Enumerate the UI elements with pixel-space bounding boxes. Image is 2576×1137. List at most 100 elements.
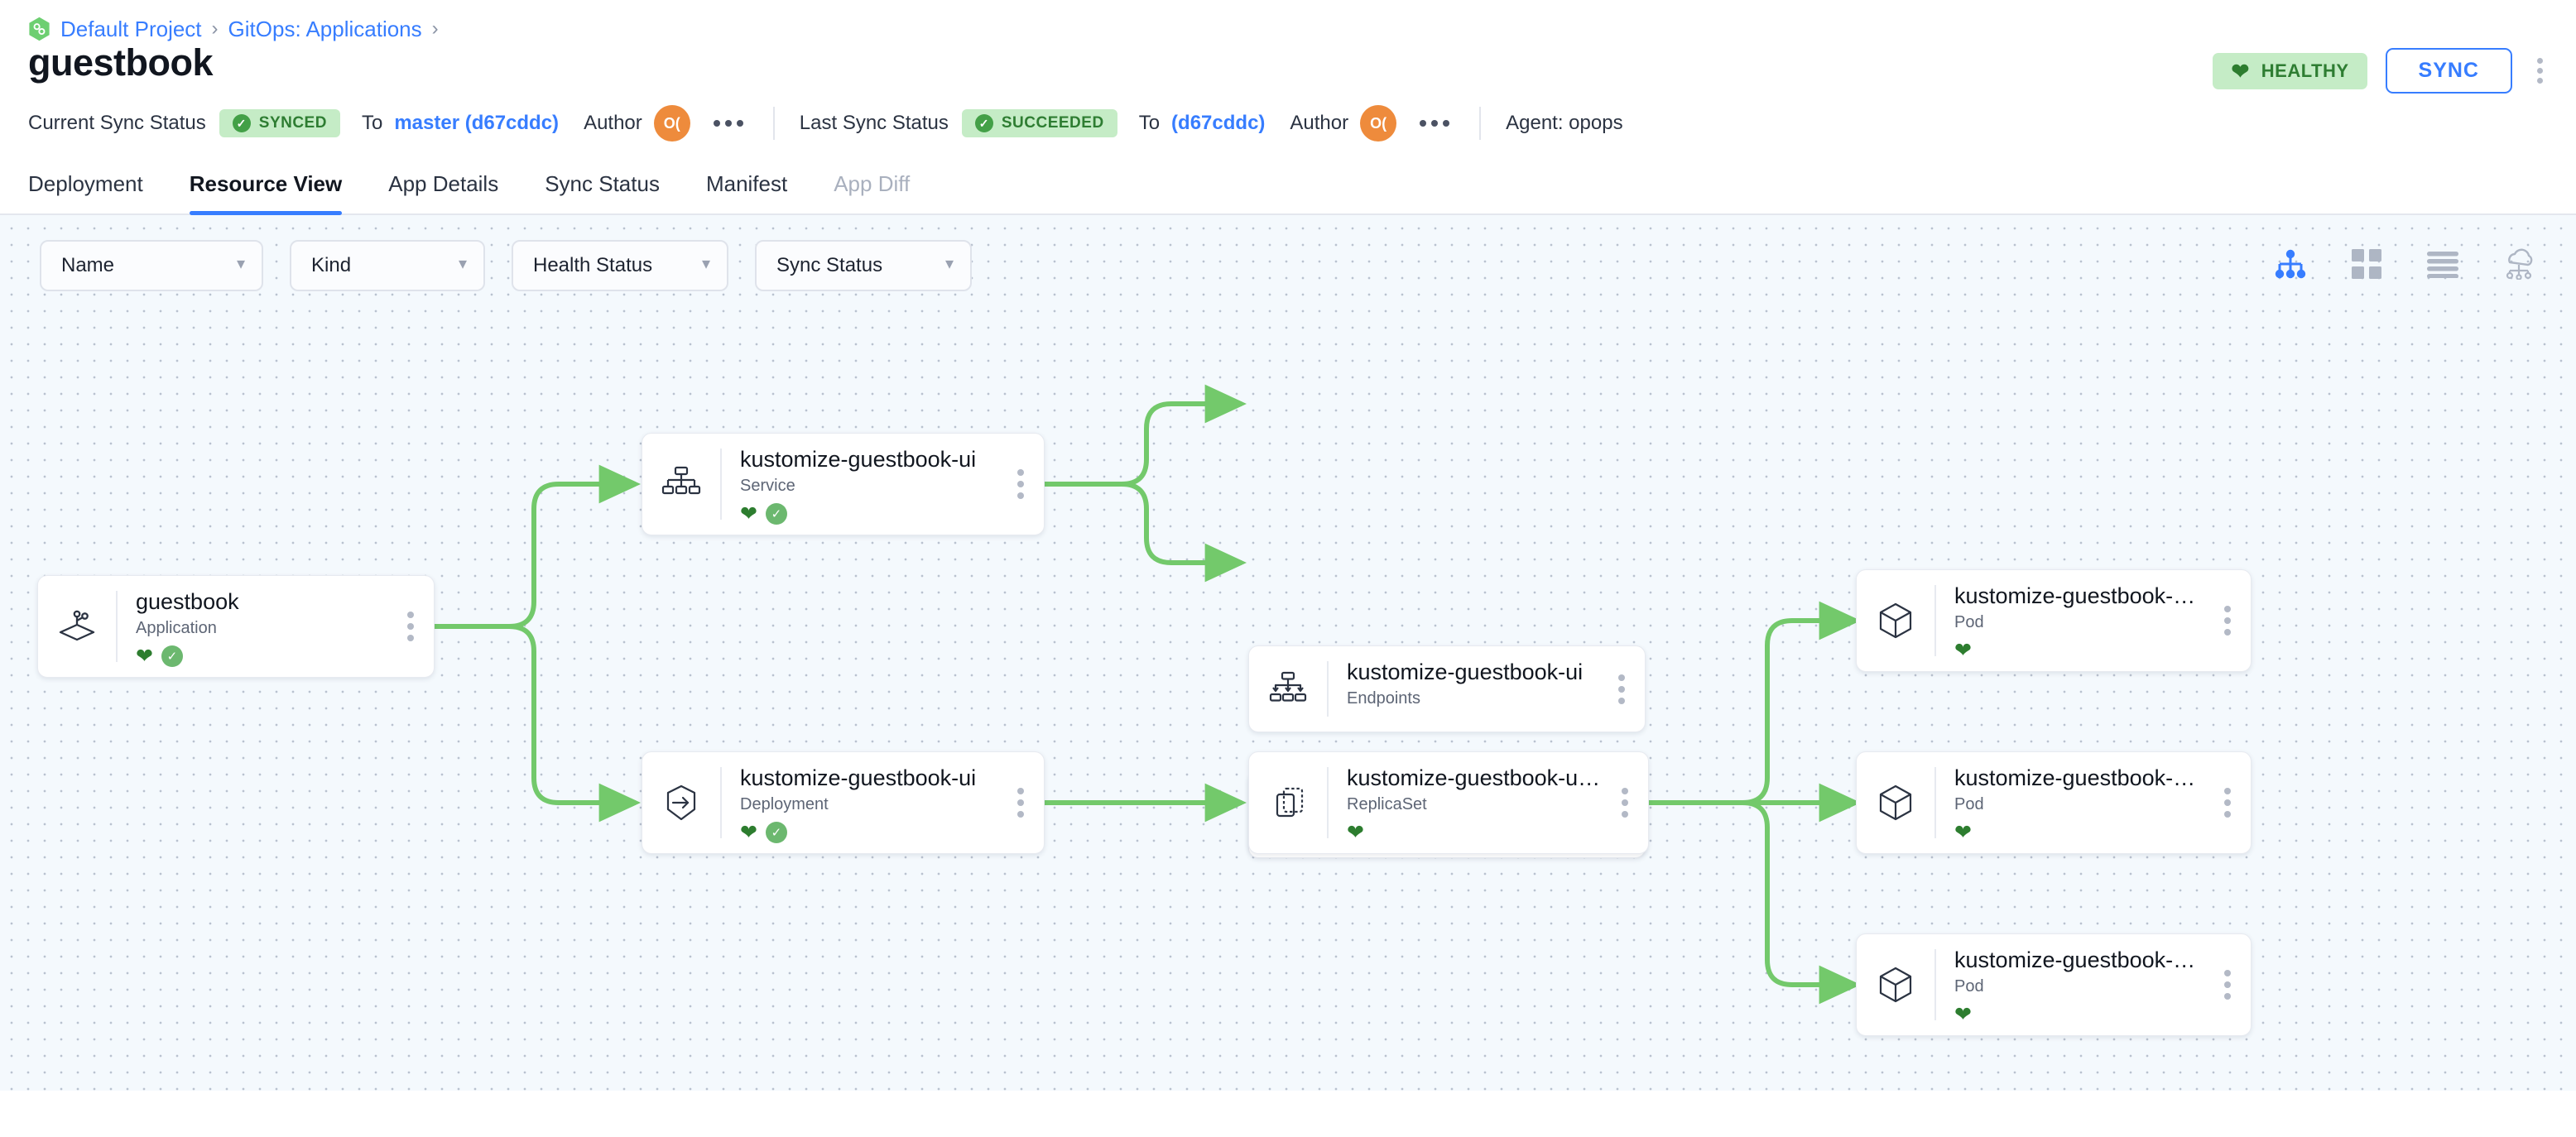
heart-icon: ❤ <box>740 820 757 844</box>
edge-app-deployment <box>435 624 641 823</box>
graph-edges <box>435 384 1861 1005</box>
divider <box>772 107 775 140</box>
graph-node-pod[interactable]: kustomize-guestbook-ui-... Pod ❤ <box>1856 751 2252 854</box>
breadcrumb-item-default-project[interactable]: Default Project <box>60 16 202 41</box>
graph-node-kind: Endpoints <box>1347 689 1420 708</box>
divider <box>720 449 722 520</box>
divider <box>1934 949 1936 1020</box>
graph-node-application[interactable]: guestbook Application ❤ ✓ <box>37 575 435 678</box>
graph-node-pod[interactable]: kustomize-guestbook-ui-... Pod ❤ <box>1856 569 2252 672</box>
graph-node-name: kustomize-guestbook-ui <box>740 447 977 472</box>
graph-node-status: ❤ <box>1347 821 1602 844</box>
graph-node-status: ❤ ✓ <box>136 645 387 668</box>
graph-node-body: kustomize-guestbook-ui-... Pod ❤ <box>1936 570 2204 671</box>
page-header: Default Project › GitOps: Applications ›… <box>0 0 2576 215</box>
graph-node-body: guestbook Application ❤ ✓ <box>118 576 387 677</box>
tab-resource-view[interactable]: Resource View <box>166 160 366 215</box>
graph-node-body: kustomize-guestbook-ui Service ❤ ✓ <box>722 434 997 535</box>
tree-view-icon[interactable] <box>2271 245 2309 283</box>
last-revision-link[interactable]: (d67cddc) <box>1171 112 1266 134</box>
tab-app-details[interactable]: App Details <box>388 171 499 196</box>
graph-node-service[interactable]: kustomize-guestbook-ui Service ❤ ✓ <box>642 433 1045 535</box>
tab-deployment[interactable]: Deployment <box>28 171 143 196</box>
graph-node-kind: Deployment <box>740 795 829 814</box>
divider <box>116 591 118 662</box>
filter-kind-select[interactable]: Kind ▾ <box>290 240 485 291</box>
resource-graph-canvas[interactable]: Name ▾ Kind ▾ Health Status ▾ Sync Statu… <box>0 215 2576 1091</box>
graph-node-kind: ReplicaSet <box>1347 795 1427 814</box>
heart-icon: ❤ <box>740 501 757 525</box>
graph-node-pod[interactable]: kustomize-guestbook-ui-... Pod ❤ <box>1856 933 2252 1036</box>
graph-node-menu-icon[interactable] <box>2204 570 2251 671</box>
heart-icon: ❤ <box>1954 638 1972 662</box>
graph-node-menu-icon[interactable] <box>997 434 1044 535</box>
filter-name-label: Name <box>61 254 115 276</box>
edge-replicaset-pod1 <box>1649 601 1861 805</box>
last-author-label: Author <box>1290 112 1349 134</box>
argo-project-icon <box>28 17 50 41</box>
heart-icon: ❤ <box>1954 1002 1972 1026</box>
graph-node-menu-icon[interactable] <box>2204 752 2251 853</box>
pod-icon <box>1857 570 1934 671</box>
health-badge-label: HEALTHY <box>2261 60 2349 81</box>
tab-manifest[interactable]: Manifest <box>705 171 788 196</box>
breadcrumb-item-gitops-applications[interactable]: GitOps: Applications <box>228 16 422 41</box>
breadcrumb: Default Project › GitOps: Applications › <box>0 0 2576 41</box>
graph-node-menu-icon[interactable] <box>1602 752 1648 853</box>
graph-node-menu-icon[interactable] <box>997 752 1044 853</box>
tab-app-diff: App Diff <box>834 171 911 196</box>
graph-node-endpoints[interactable]: kustomize-guestbook-ui Endpoints <box>1248 645 1646 732</box>
graph-node-menu-icon[interactable] <box>387 576 434 677</box>
header-overflow-menu-icon[interactable] <box>2530 55 2550 87</box>
chevron-down-icon: ▾ <box>236 255 245 273</box>
graph-node-name: kustomize-guestbook-ui <box>1347 660 1584 684</box>
current-author-label: Author <box>584 112 642 134</box>
network-view-icon[interactable] <box>2500 245 2538 283</box>
graph-node-body: kustomize-guestbook-ui Deployment ❤ ✓ <box>722 752 997 853</box>
divider <box>1934 585 1936 656</box>
list-view-icon[interactable] <box>2424 245 2462 283</box>
heart-icon: ❤ <box>136 644 153 668</box>
last-sync-status-value: SUCCEEDED <box>1001 114 1104 132</box>
filter-sync-status-select[interactable]: Sync Status ▾ <box>755 240 972 291</box>
deployment-icon <box>642 752 720 853</box>
filter-name-select[interactable]: Name ▾ <box>40 240 263 291</box>
current-sync-status-badge: ✓ SYNCED <box>219 109 340 137</box>
title-row: guestbook ❤ HEALTHY SYNC <box>0 36 2576 94</box>
avatar[interactable]: O( <box>653 105 690 142</box>
check-circle-icon: ✓ <box>974 114 993 132</box>
graph-node-menu-icon[interactable] <box>1598 646 1645 732</box>
graph-node-status: ❤ <box>1954 639 2204 662</box>
check-circle-icon: ✓ <box>161 645 183 668</box>
graph-node-name: kustomize-guestbook-ui-... <box>1954 765 2204 790</box>
sync-button[interactable]: SYNC <box>2385 48 2512 94</box>
tab-sync-status[interactable]: Sync Status <box>545 171 660 196</box>
current-revision-link[interactable]: master (d67cddc) <box>394 112 560 134</box>
tab-bar: Deployment Resource View App Details Syn… <box>0 160 2576 215</box>
graph-node-status: ❤ ✓ <box>740 821 997 844</box>
graph-node-deployment[interactable]: kustomize-guestbook-ui Deployment ❤ ✓ <box>642 751 1045 854</box>
current-sync-status-value: SYNCED <box>258 114 327 132</box>
current-sync-overflow-icon[interactable] <box>709 115 748 132</box>
filter-bar: Name ▾ Kind ▾ Health Status ▾ Sync Statu… <box>40 240 972 291</box>
graph-node-status: ❤ <box>1954 821 2204 844</box>
graph-node-kind: Service <box>740 477 795 496</box>
graph-node-name: kustomize-guestbook-ui-... <box>1954 583 2204 608</box>
pod-icon <box>1857 934 1934 1035</box>
graph-node-body: kustomize-guestbook-ui-... Pod ❤ <box>1936 752 2204 853</box>
heart-icon: ❤ <box>1954 820 1972 844</box>
heart-icon: ❤ <box>1347 820 1364 844</box>
graph-node-kind: Application <box>136 619 217 638</box>
divider <box>1479 107 1482 140</box>
graph-node-menu-icon[interactable] <box>2204 934 2251 1035</box>
graph-node-replicaset[interactable]: kustomize-guestbook-ui-... ReplicaSet ❤ <box>1248 751 1649 854</box>
last-sync-overflow-icon[interactable] <box>1415 115 1454 132</box>
filter-health-status-select[interactable]: Health Status ▾ <box>512 240 728 291</box>
page-title: guestbook <box>28 41 214 84</box>
grid-view-icon[interactable] <box>2348 245 2386 283</box>
graph-node-status: ❤ ✓ <box>740 502 997 525</box>
avatar[interactable]: O( <box>1360 105 1397 142</box>
agent-label: Agent: opops <box>1506 112 1623 134</box>
graph-node-kind: Pod <box>1954 795 1984 814</box>
filter-health-status-label: Health Status <box>533 254 653 276</box>
